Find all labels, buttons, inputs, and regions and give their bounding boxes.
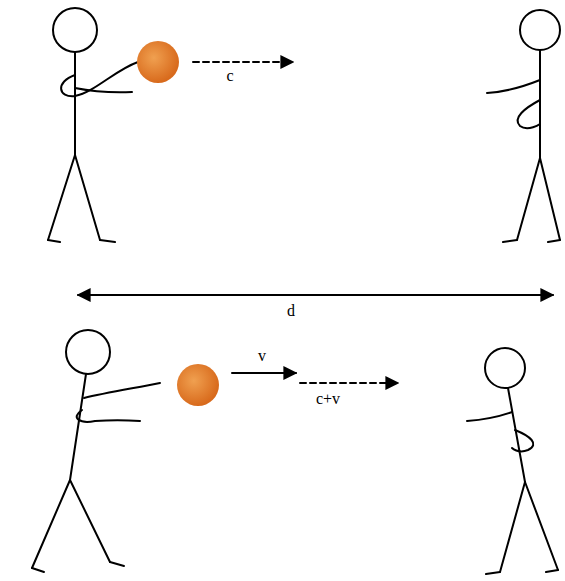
ball <box>137 41 179 83</box>
stick-figure <box>467 348 558 574</box>
quantity-label: d <box>285 302 297 320</box>
velocity-arrow <box>232 372 296 374</box>
velocity-arrow <box>193 61 293 63</box>
stick-figure <box>32 330 160 572</box>
quantity-label: c <box>224 67 235 85</box>
ball <box>177 364 219 406</box>
distance-arrow <box>78 294 553 296</box>
quantity-label: c+v <box>314 390 342 408</box>
quantity-label: v <box>256 347 268 365</box>
velocity-arrow <box>300 382 398 384</box>
stick-figure <box>48 8 138 242</box>
stick-figure <box>487 10 560 242</box>
